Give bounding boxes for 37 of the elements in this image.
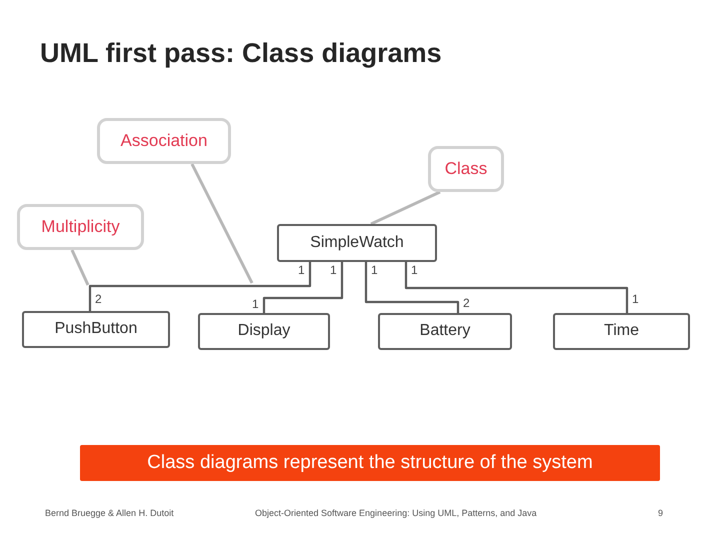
- multiplicity-label: 1: [411, 264, 418, 278]
- multiplicity-label: 2: [95, 293, 102, 307]
- leader-line: [70, 249, 90, 286]
- association-line: [364, 262, 460, 313]
- leader-line: [370, 190, 441, 226]
- class-name: Time: [603, 322, 640, 341]
- callout-text: Multiplicity: [40, 217, 121, 237]
- banner-text: Class diagrams represent the structure of the system: [146, 452, 594, 474]
- callout-bubble: [17, 204, 144, 250]
- class-box: [378, 313, 512, 350]
- page-number: 9: [658, 508, 664, 518]
- slide-title: UML first pass: Class diagrams: [40, 38, 442, 70]
- leader-line: [190, 163, 254, 284]
- class-box: [277, 224, 437, 262]
- association-line: [404, 262, 628, 313]
- multiplicity-label: 1: [330, 264, 337, 278]
- callout-bubble: [97, 118, 231, 164]
- class-box: [198, 313, 330, 350]
- callout-bubble: [428, 146, 504, 192]
- multiplicity-label: 1: [252, 298, 259, 312]
- class-box: [22, 311, 170, 348]
- class-name: Display: [236, 322, 292, 341]
- association-line: [262, 262, 344, 313]
- class-name: PushButton: [54, 320, 138, 339]
- footer-text: Object-Oriented Software Engineering: Using UML, Patterns, and Java: [255, 508, 537, 518]
- callout-text: Association: [120, 131, 208, 151]
- multiplicity-label: 1: [298, 264, 305, 278]
- multiplicity-label: 1: [632, 293, 639, 307]
- summary-banner: [80, 445, 660, 481]
- multiplicity-label: 1: [371, 264, 378, 278]
- class-name: SimpleWatch: [309, 234, 405, 252]
- footer-text: Bernd Bruegge & Allen H. Dutoit: [45, 508, 174, 518]
- association-line: [88, 262, 312, 311]
- callout-text: Class: [444, 159, 488, 179]
- class-name: Battery: [418, 322, 472, 341]
- multiplicity-label: 2: [463, 297, 470, 311]
- class-box: [553, 313, 690, 350]
